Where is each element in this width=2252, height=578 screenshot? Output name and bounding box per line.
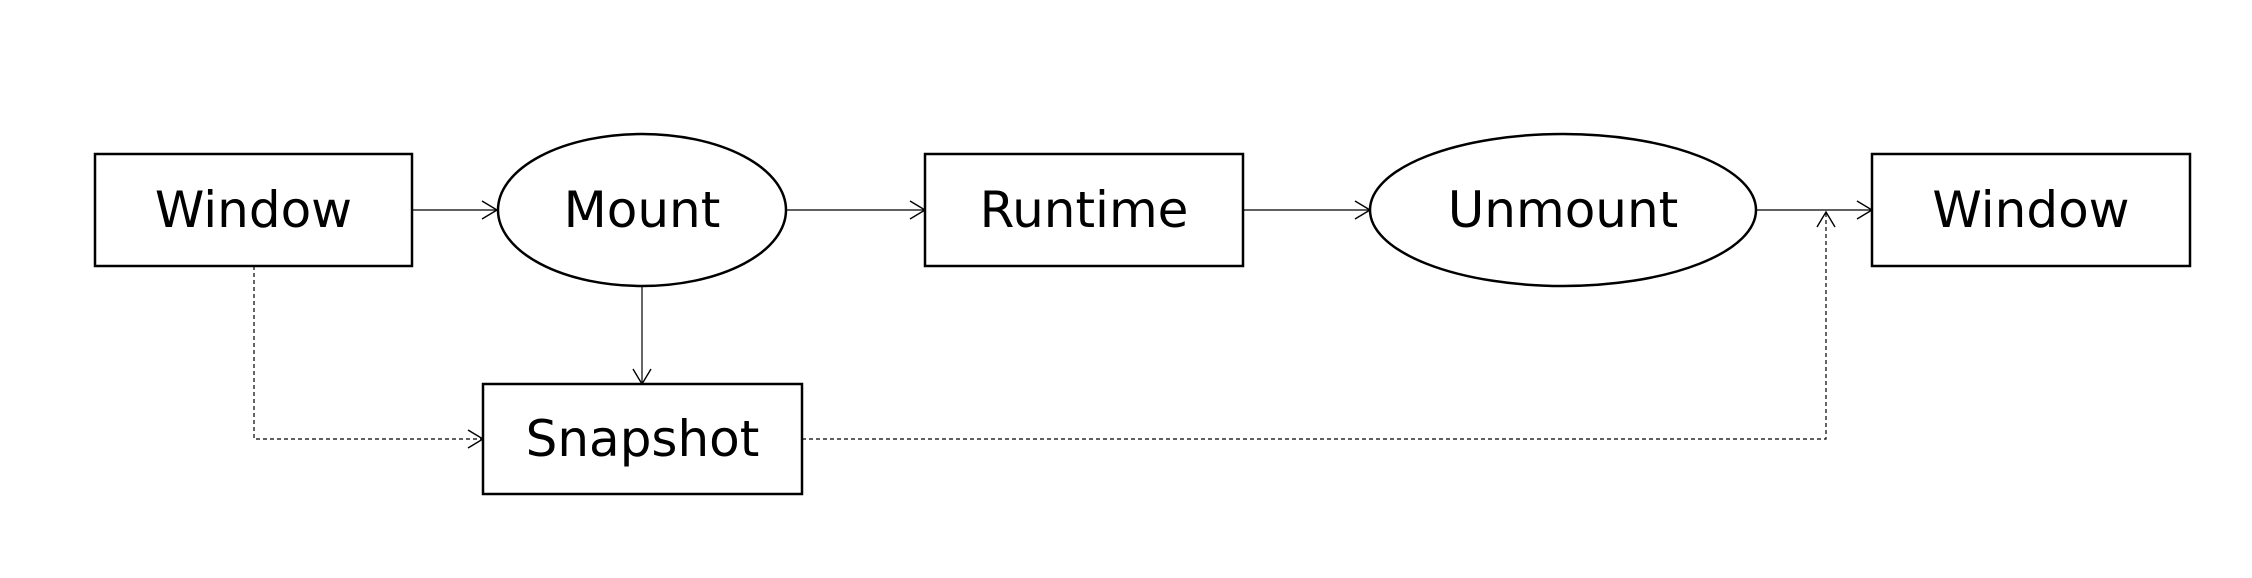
node-window-end-label: Window <box>1932 181 2129 239</box>
node-unmount-label: Unmount <box>1448 181 1679 239</box>
edge-window-to-snapshot <box>253 266 483 440</box>
node-window-end-box <box>1870 152 2192 268</box>
arrowhead-snapshot-to-window-end <box>1816 210 1836 228</box>
edge-snapshot-to-window-end <box>802 212 1827 440</box>
node-unmount: Unmount <box>1368 132 1758 288</box>
node-runtime-box <box>923 152 1245 268</box>
node-runtime: Runtime <box>923 152 1245 268</box>
node-window-start-box <box>93 152 414 268</box>
node-window-start: Window <box>93 152 414 268</box>
node-runtime-label: Runtime <box>980 181 1189 239</box>
node-mount: Mount <box>496 132 788 288</box>
node-window-end: Window <box>1870 152 2192 268</box>
node-window-start-label: Window <box>155 181 352 239</box>
node-snapshot: Snapshot <box>481 382 804 496</box>
node-snapshot-box <box>481 382 804 496</box>
node-mount-label: Mount <box>564 181 721 239</box>
node-unmount-ellipse <box>1368 132 1758 288</box>
node-snapshot-label: Snapshot <box>526 410 760 468</box>
node-mount-ellipse <box>496 132 788 288</box>
